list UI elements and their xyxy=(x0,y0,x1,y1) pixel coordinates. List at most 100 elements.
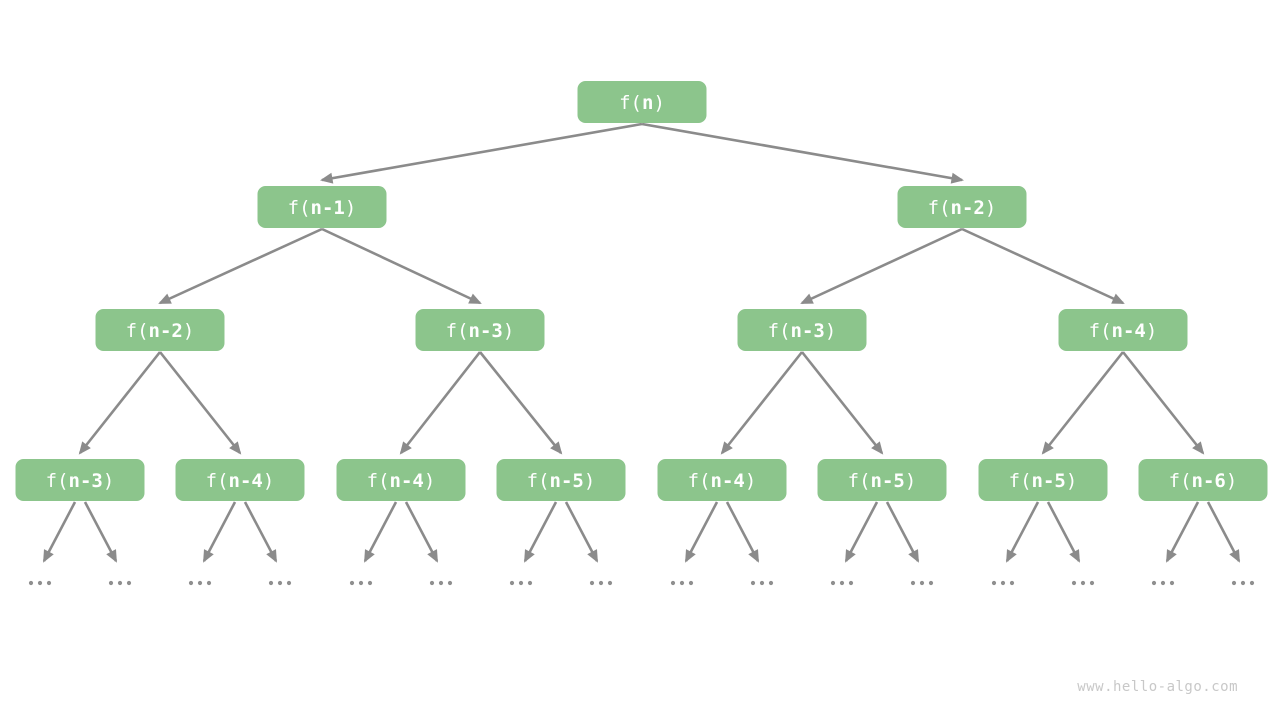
edge-arrow xyxy=(961,227,1125,305)
node-box xyxy=(175,459,305,501)
ellipsis-dot xyxy=(1231,580,1237,586)
edges-layer xyxy=(78,122,1205,455)
ellipsis-dot xyxy=(37,580,43,586)
ellipsis-dot xyxy=(197,580,203,586)
ellipsis-leaf xyxy=(108,580,132,586)
node-label: f(n-3) xyxy=(46,470,115,492)
tree-node: f(n-4) xyxy=(336,459,466,501)
node-box xyxy=(257,186,387,228)
node-label: f(n-4) xyxy=(688,470,757,492)
edge-arrow xyxy=(800,227,963,305)
tree-node: f(n-4) xyxy=(657,459,787,501)
tree-node: f(n-1) xyxy=(257,186,387,228)
ellipsis-dot xyxy=(768,580,774,586)
ellipsis-dot xyxy=(518,580,524,586)
ellipsis-dot xyxy=(447,580,453,586)
node-label: f(n-3) xyxy=(446,320,515,342)
edge-arrow xyxy=(321,227,482,305)
node-box xyxy=(336,459,466,501)
tree-node: f(n-5) xyxy=(496,459,626,501)
ellipsis-dot xyxy=(1000,580,1006,586)
tree-node: f(n-4) xyxy=(1058,309,1188,351)
ellipsis-dot xyxy=(358,580,364,586)
node-label: f(n-2) xyxy=(928,197,997,219)
leaf-edge-arrow xyxy=(564,501,599,563)
ellipsis-leaf xyxy=(830,580,854,586)
ellipsis-dot xyxy=(848,580,854,586)
edge-arrow xyxy=(478,351,563,455)
watermark: www.hello-algo.com xyxy=(1077,679,1238,695)
node-box xyxy=(496,459,626,501)
node-label: f(n-3) xyxy=(768,320,837,342)
tree-node: f(n-2) xyxy=(95,309,225,351)
edge-arrow xyxy=(720,351,804,455)
edge-arrow xyxy=(399,351,482,455)
ellipsis-leaf xyxy=(1071,580,1095,586)
ellipsis-leaf xyxy=(509,580,533,586)
tree-node: f(n-3) xyxy=(15,459,145,501)
node-label: f(n-1) xyxy=(288,197,357,219)
node-box xyxy=(817,459,947,501)
ellipsis-leaf xyxy=(750,580,774,586)
node-box xyxy=(1058,309,1188,351)
ellipsis-dot xyxy=(277,580,283,586)
node-box xyxy=(15,459,145,501)
leaf-edge-arrow xyxy=(1005,501,1040,563)
edge-arrow xyxy=(78,351,162,455)
node-label: f(n-2) xyxy=(126,320,195,342)
node-box xyxy=(897,186,1027,228)
node-label: f(n-4) xyxy=(206,470,275,492)
ellipsis-dot xyxy=(991,580,997,586)
node-box xyxy=(1138,459,1268,501)
leaf-edge-arrow xyxy=(725,501,760,563)
leaf-edge-arrow xyxy=(684,501,719,563)
tree-node: f(n-2) xyxy=(897,186,1027,228)
ellipsis-dot xyxy=(1080,580,1086,586)
leaf-edge-arrow xyxy=(202,501,237,563)
node-label: f(n-4) xyxy=(367,470,436,492)
ellipsis-dot xyxy=(1160,580,1166,586)
leaf-edge-arrow xyxy=(844,501,879,563)
ellipsis-dot xyxy=(1249,580,1255,586)
ellipsis-dot xyxy=(28,580,34,586)
ellipsis-dot xyxy=(589,580,595,586)
leaf-edge-arrow xyxy=(1046,501,1081,563)
ellipsis-leaf xyxy=(589,580,613,586)
edge-arrow xyxy=(1041,351,1125,455)
ellipsis-dot xyxy=(126,580,132,586)
leaf-edge-arrow xyxy=(83,501,118,563)
ellipsis-dot xyxy=(1151,580,1157,586)
ellipsis-dot xyxy=(527,580,533,586)
node-box xyxy=(577,81,707,123)
ellipsis-leaf xyxy=(1231,580,1255,586)
edge-arrow xyxy=(158,227,323,305)
leaf-edge-arrow xyxy=(363,501,398,563)
ellipsis-dot xyxy=(438,580,444,586)
ellipsis-dot xyxy=(1169,580,1175,586)
tree-node: f(n-5) xyxy=(978,459,1108,501)
leaf-edge-arrow xyxy=(42,501,77,563)
edge-arrow xyxy=(1121,351,1205,455)
ellipsis-dot xyxy=(839,580,845,586)
ellipsis-dot xyxy=(206,580,212,586)
ellipsis-dot xyxy=(108,580,114,586)
ellipsis-leaf xyxy=(1151,580,1175,586)
ellipsis-dot xyxy=(268,580,274,586)
ellipsis-dot xyxy=(1089,580,1095,586)
ellipsis-dot xyxy=(117,580,123,586)
leaf-edge-arrow xyxy=(523,501,558,563)
ellipsis-dot xyxy=(1009,580,1015,586)
leaf-edge-arrow xyxy=(404,501,439,563)
ellipsis-dot xyxy=(759,580,765,586)
tree-node: f(n-4) xyxy=(175,459,305,501)
leaf-edge-arrow xyxy=(1206,501,1241,563)
ellipsis-dot xyxy=(910,580,916,586)
ellipsis-dot xyxy=(509,580,515,586)
ellipsis-dot xyxy=(349,580,355,586)
ellipsis-leaf xyxy=(670,580,694,586)
edge-arrow xyxy=(641,122,964,184)
node-label: f(n-5) xyxy=(1009,470,1078,492)
ellipsis-dot xyxy=(679,580,685,586)
